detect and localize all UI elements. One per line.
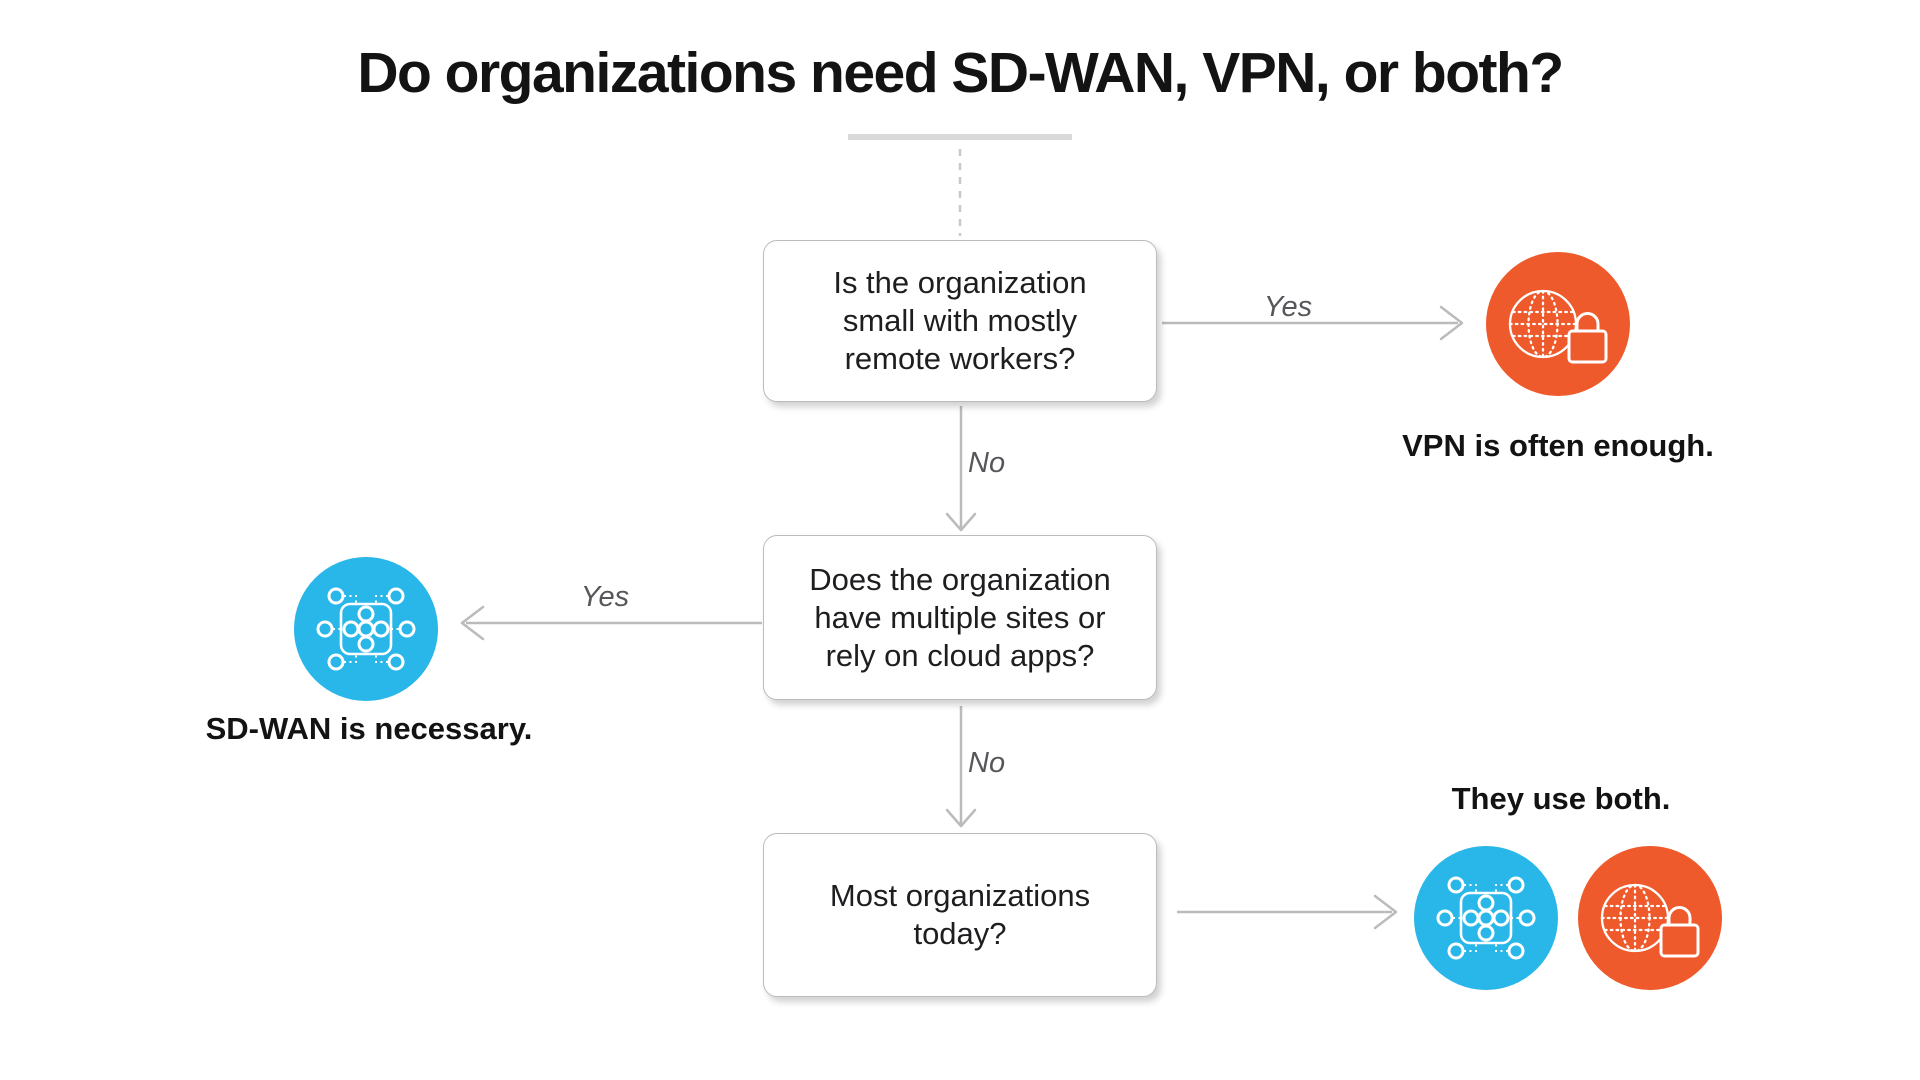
- edge-label-no-2: No: [968, 747, 1006, 779]
- outcome-label-both: They use both.: [1451, 781, 1671, 816]
- edge-label-yes-2: Yes: [580, 581, 630, 613]
- question-box-1: Is the organization small with mostly re…: [763, 240, 1157, 402]
- edge-label-yes-1: Yes: [1263, 291, 1313, 323]
- outcome-label-vpn: VPN is often enough.: [1402, 428, 1714, 463]
- outcome-label-sdwan: SD-WAN is necessary.: [205, 711, 533, 746]
- network-nodes-icon: [294, 557, 438, 701]
- page-title: Do organizations need SD-WAN, VPN, or bo…: [357, 41, 1564, 105]
- edge-label-no-1: No: [968, 447, 1006, 479]
- question-box-2: Does the organization have multiple site…: [763, 535, 1157, 700]
- globe-lock-icon: [1578, 846, 1722, 990]
- question-box-3: Most organizations today?: [763, 833, 1157, 997]
- network-nodes-icon: [1414, 846, 1558, 990]
- globe-lock-icon: [1486, 252, 1630, 396]
- title-divider: [848, 134, 1072, 140]
- arrow-q3-both: [1177, 894, 1398, 930]
